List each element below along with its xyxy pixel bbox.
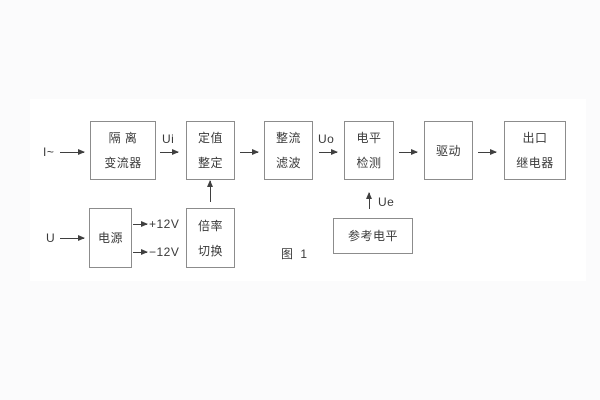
- block-drive-line1: 驱动: [435, 143, 461, 158]
- block-setpoint-line1: 定值: [197, 131, 223, 145]
- input-voltage-label: U: [46, 231, 56, 245]
- arrow-reference-to-level: [366, 192, 372, 209]
- arrow-level-to-drive: [399, 149, 418, 155]
- block-setpoint-line2: 整定: [197, 156, 223, 170]
- block-output-line2: 继电器: [516, 156, 554, 170]
- block-ratio-switch: 倍率 切换: [186, 208, 235, 268]
- block-level-line2: 检测: [356, 156, 382, 170]
- block-isolation-transformer: 隔 离 变流器: [90, 121, 156, 180]
- block-rectifier-line1: 整流: [275, 131, 301, 145]
- block-level-detect: 电平 检测: [344, 121, 394, 180]
- block-rectifier-filter: 整流 滤波: [264, 121, 313, 180]
- arrow-rail-positive: [133, 221, 148, 227]
- block-level-line1: 电平: [356, 131, 382, 145]
- arrow-rail-negative: [133, 249, 148, 255]
- arrow-setpoint-to-rectifier: [240, 149, 259, 155]
- block-power-supply: 电源: [89, 208, 132, 268]
- arrow-current-input: [60, 149, 85, 155]
- block-drive: 驱动: [424, 121, 473, 180]
- block-power-line1: 电源: [97, 231, 123, 245]
- block-output-line1: 出口: [522, 131, 548, 145]
- power-rail-positive-label: +12V: [149, 217, 180, 231]
- block-rectifier-line2: 滤波: [275, 156, 301, 170]
- block-reference-line1: 参考电平: [347, 229, 398, 243]
- signal-ui-label: Ui: [162, 132, 175, 146]
- block-reference-level: 参考电平: [333, 218, 413, 254]
- arrow-drive-to-output: [478, 149, 497, 155]
- block-setpoint-adjust: 定值 整定: [186, 121, 235, 180]
- block-output-relay: 出口 继电器: [504, 121, 566, 180]
- arrow-voltage-input: [60, 235, 85, 241]
- arrow-isolation-to-setpoint: [160, 149, 179, 155]
- input-current-label: I~: [43, 145, 55, 159]
- block-isolation-line1: 隔 离: [108, 131, 138, 145]
- signal-ue-label: Ue: [378, 195, 395, 209]
- block-ratio-line2: 切换: [197, 243, 223, 258]
- figure-caption: 图 1: [281, 247, 310, 261]
- arrow-rectifier-to-level: [319, 149, 338, 155]
- block-isolation-line2: 变流器: [104, 156, 142, 170]
- block-ratio-line1: 倍率: [197, 218, 223, 233]
- arrow-ratio-to-setpoint: [207, 180, 213, 202]
- power-rail-negative-label: −12V: [149, 245, 180, 259]
- signal-uo-label: Uo: [318, 132, 335, 146]
